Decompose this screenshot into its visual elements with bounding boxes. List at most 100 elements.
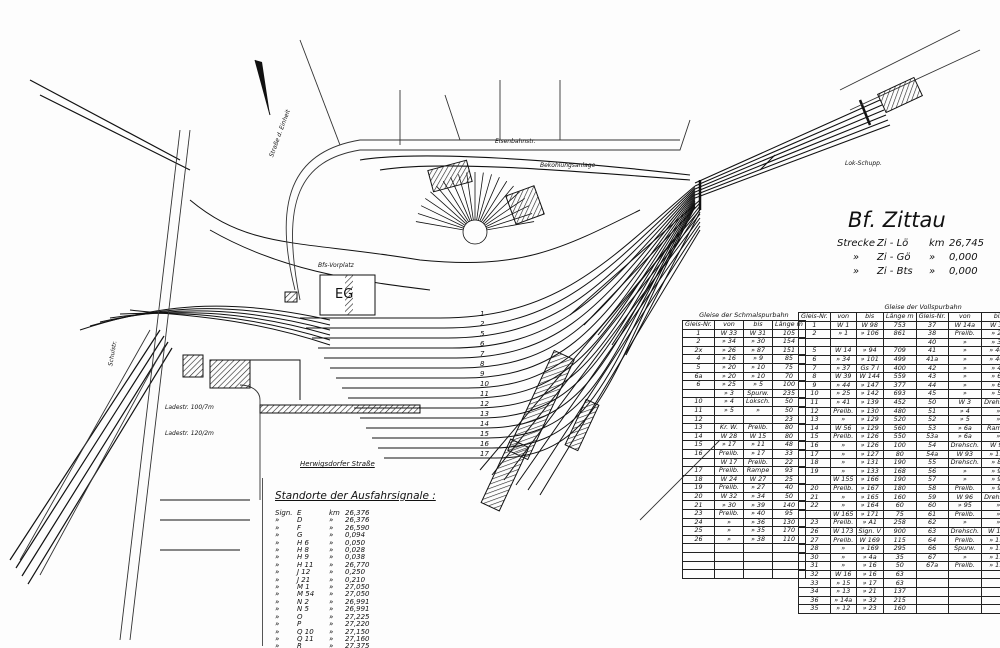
signal-cell: » bbox=[275, 560, 280, 569]
track-line bbox=[15, 335, 165, 569]
narrow-gauge-caption: Gleise der Schmalspurbahn bbox=[699, 311, 789, 319]
signal-cell: 27,375 bbox=[345, 642, 370, 648]
table-cell: 34 bbox=[798, 587, 831, 597]
table-cell bbox=[742, 560, 774, 571]
track-line bbox=[119, 312, 331, 341]
table-cell: Drehsch. bbox=[947, 440, 983, 451]
table-cell: Drehsch. bbox=[947, 458, 983, 468]
table-cell bbox=[947, 569, 983, 580]
route-prefix: » bbox=[852, 266, 860, 277]
table-cell: » 95 bbox=[947, 501, 983, 511]
signal-row: »N 5»26,991 bbox=[275, 605, 413, 614]
signal-cell: » bbox=[329, 634, 334, 643]
table-cell bbox=[947, 578, 983, 588]
table-cell: » 13 bbox=[829, 587, 857, 597]
signal-cell: » bbox=[275, 590, 280, 599]
table-cell bbox=[915, 604, 949, 614]
table-cell: W 39 bbox=[829, 372, 857, 382]
signal-cell: 0,250 bbox=[345, 568, 366, 577]
signal-cell: » bbox=[329, 597, 334, 606]
signal-cell: » bbox=[275, 516, 280, 525]
signal-row: »H 6»0,050 bbox=[275, 538, 413, 547]
track-line bbox=[318, 190, 696, 349]
signal-cell: N 5 bbox=[297, 605, 309, 614]
signal-cell: » bbox=[329, 546, 334, 555]
table-cell: 13 bbox=[682, 423, 715, 433]
label-herwigsdorfer: Herwigsdorfer Straße bbox=[300, 460, 375, 468]
route-km-label: » bbox=[929, 266, 936, 277]
route-km: 26,745 bbox=[949, 238, 984, 249]
track-line bbox=[694, 99, 881, 184]
table-cell bbox=[742, 552, 774, 562]
table-cell: 28 bbox=[798, 544, 831, 554]
signal-cell: F bbox=[297, 523, 302, 532]
track-line bbox=[209, 229, 431, 291]
signal-row: »H 11»26,770 bbox=[275, 560, 413, 569]
signal-cell: R bbox=[297, 642, 302, 648]
table-cell: » 21 bbox=[855, 587, 884, 597]
table-cell: » 112 bbox=[981, 544, 1000, 554]
signal-cell: Q 11 bbox=[297, 634, 314, 643]
column-header: Gleis-Nr. bbox=[682, 320, 715, 330]
table-cell: » 126 bbox=[855, 440, 884, 451]
table-cell: 41a bbox=[915, 354, 949, 365]
table-cell: Rampe bbox=[742, 466, 774, 476]
signal-cell: » bbox=[275, 627, 280, 636]
table-cell: Prellb. bbox=[742, 423, 774, 433]
column-header: von bbox=[829, 312, 857, 322]
column-header: Gleis-Nr. bbox=[798, 312, 831, 322]
table-cell: 20 bbox=[682, 491, 715, 502]
signal-cell: 0,050 bbox=[345, 538, 366, 547]
signal-row: »G»0,094 bbox=[275, 531, 413, 540]
table-cell: Drehsch. bbox=[947, 526, 983, 537]
table-cell: » bbox=[829, 544, 857, 554]
table-row bbox=[682, 552, 806, 562]
table-cell: 20 bbox=[798, 483, 831, 494]
track-number-label: 11 bbox=[480, 390, 489, 398]
signal-cell: P bbox=[297, 620, 302, 629]
table-cell: 16 bbox=[682, 448, 715, 459]
table-cell bbox=[915, 569, 949, 580]
route-km: 0,000 bbox=[949, 266, 978, 277]
column-header: von bbox=[947, 312, 983, 322]
table-cell: » bbox=[713, 534, 744, 545]
table-cell: Prellb. bbox=[829, 483, 857, 494]
signal-cell: 26,590 bbox=[345, 523, 370, 532]
table-row bbox=[682, 569, 806, 579]
route-prefix: » bbox=[852, 252, 860, 263]
table-cell: » 20 bbox=[713, 362, 744, 373]
column-header: Länge m bbox=[882, 312, 917, 322]
signal-cell: » bbox=[329, 553, 334, 562]
track-line bbox=[359, 155, 691, 176]
table-cell: 11 bbox=[682, 405, 715, 416]
track-line bbox=[379, 165, 691, 181]
signal-cell: » bbox=[329, 642, 334, 648]
signal-cell: 26,991 bbox=[345, 597, 370, 606]
column-header: bis bbox=[742, 320, 774, 330]
signal-row: »N 2»26,991 bbox=[275, 597, 413, 606]
track-line bbox=[336, 194, 696, 379]
table-row bbox=[682, 560, 806, 571]
track-line bbox=[569, 199, 701, 316]
signal-row: »H 8»0,028 bbox=[275, 546, 413, 555]
table-cell bbox=[947, 587, 983, 597]
table-cell: » 5 bbox=[947, 415, 983, 425]
table-cell bbox=[947, 604, 983, 614]
table-cell: » 10 bbox=[742, 362, 774, 373]
table-cell: 67a bbox=[915, 561, 949, 571]
route-km: 0,000 bbox=[949, 252, 978, 263]
track-number-label: 9 bbox=[480, 370, 485, 378]
signal-cell: G bbox=[297, 531, 303, 540]
